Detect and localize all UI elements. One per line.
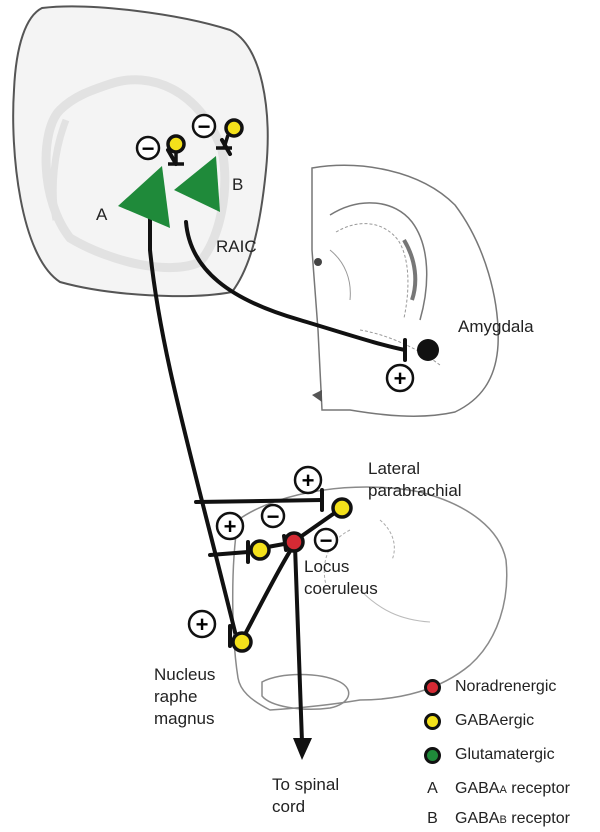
label-line: cord — [272, 796, 305, 818]
label-amygdala: Amygdala — [458, 316, 534, 338]
gaba-interneuron-a — [168, 136, 184, 152]
branch-to-parabrachial — [196, 500, 322, 502]
svg-text:+: + — [196, 612, 209, 637]
gaba-neuron-lc — [251, 541, 269, 559]
gabaergic-dot-icon — [424, 713, 441, 730]
minus-sign-b: − — [193, 114, 215, 139]
label-line: raphe — [154, 686, 197, 708]
gaba-neuron-parabrachial — [333, 499, 351, 517]
plus-sign-amygdala: + — [387, 365, 413, 391]
label-receptor-b: B — [232, 174, 243, 196]
glutamatergic-dot-icon — [424, 747, 441, 764]
svg-text:+: + — [394, 366, 407, 391]
svg-text:−: − — [267, 504, 280, 529]
label-raic: RAIC — [216, 236, 257, 258]
label-line: Locus — [304, 556, 349, 578]
noradrenergic-neuron-lc — [285, 533, 303, 551]
label-receptor-a: A — [96, 204, 107, 226]
minus-sign-lc: − — [315, 528, 337, 553]
legend-item-gabaergic: GABAergic — [424, 708, 534, 734]
noradrenergic-dot-icon — [424, 679, 441, 696]
amygdala-neuron — [417, 339, 439, 361]
label-line: coeruleus — [304, 578, 378, 600]
legend-label: GABAB receptor — [455, 810, 570, 828]
label-line: Lateral — [368, 458, 420, 480]
legend-label: GABAergic — [455, 712, 534, 730]
legend-label: Noradrenergic — [455, 678, 556, 696]
legend-item-gaba-b-receptor: B GABAB receptor — [424, 806, 570, 832]
label-line: Nucleus — [154, 664, 215, 686]
svg-text:−: − — [320, 528, 333, 553]
svg-text:−: − — [198, 114, 211, 139]
plus-sign-lc-gaba: + — [217, 513, 243, 539]
legend-item-noradrenergic: Noradrenergic — [424, 674, 556, 700]
legend-item-gaba-a-receptor: A GABAA receptor — [424, 776, 570, 802]
legend-key: A — [424, 780, 441, 798]
legend-item-glutamatergic: Glutamatergic — [424, 742, 555, 768]
label-line: parabrachial — [368, 480, 462, 502]
legend-key: B — [424, 810, 441, 828]
legend-label: Glutamatergic — [455, 746, 555, 764]
svg-text:+: + — [302, 468, 315, 493]
plus-sign-parabrachial: + — [295, 467, 321, 493]
spinal-arrowhead — [293, 738, 312, 760]
legend-label: GABAA receptor — [455, 780, 570, 798]
label-line: To spinal — [272, 774, 339, 796]
minus-sign-a: − — [137, 136, 159, 161]
svg-text:+: + — [224, 514, 237, 539]
svg-text:−: − — [142, 136, 155, 161]
plus-sign-raphe: + — [189, 611, 215, 637]
gaba-neuron-raphe — [233, 633, 251, 651]
gaba-interneuron-b — [226, 120, 242, 136]
minus-sign-parabrachial: − — [262, 504, 284, 529]
label-line: magnus — [154, 708, 214, 730]
